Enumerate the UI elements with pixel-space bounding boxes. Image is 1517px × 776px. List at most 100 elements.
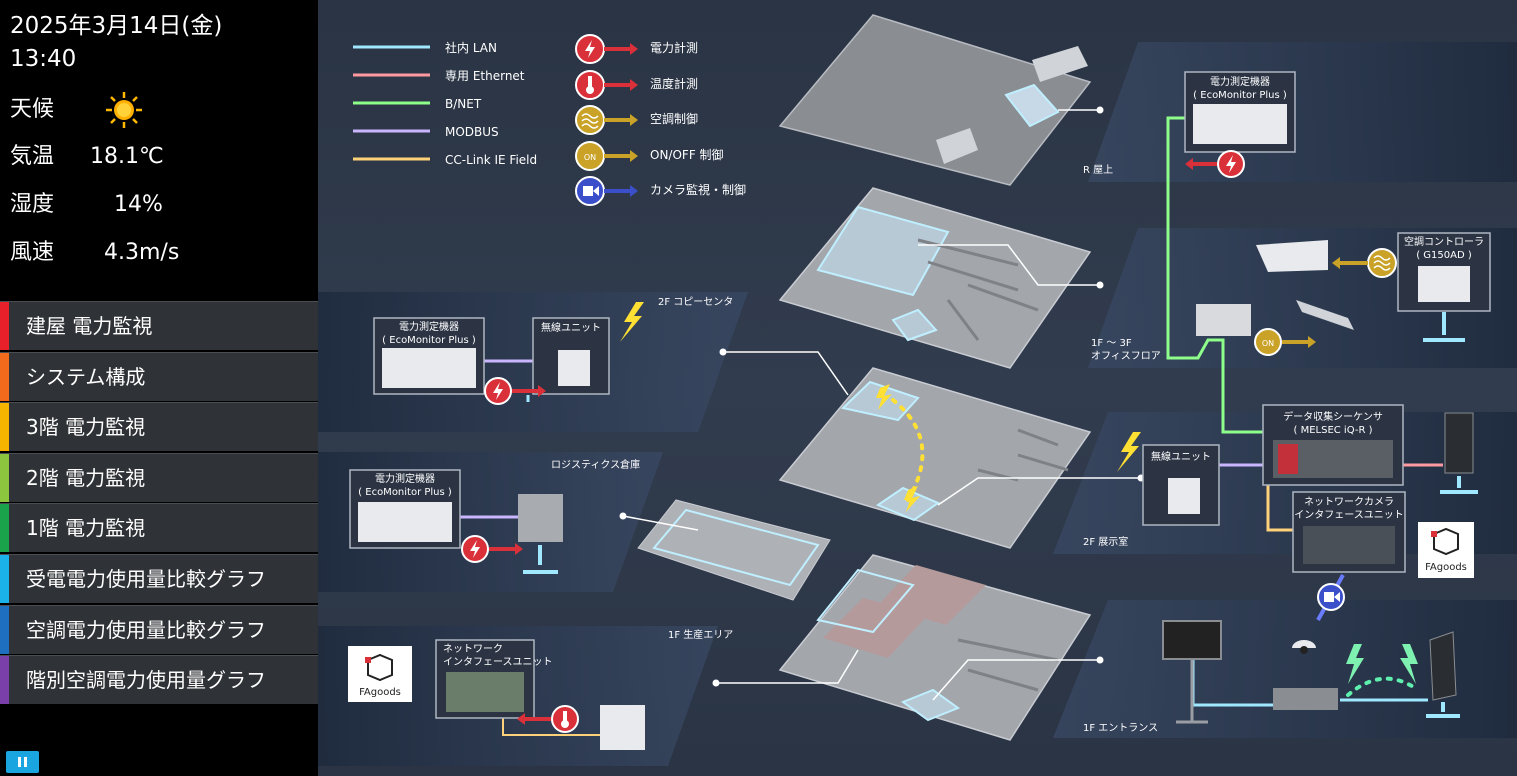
menu-color-bar xyxy=(0,554,9,603)
humidity-label: 湿度 xyxy=(10,192,55,217)
legend-icon-label: 温度計測 xyxy=(650,76,698,91)
legend: 社内 LAN 専用 Ethernet B/NET MODBUS CC-Link … xyxy=(353,34,746,206)
zone-label-office-floor: オフィスフロア xyxy=(1091,350,1161,362)
legend-icon-label: 空調制御 xyxy=(650,111,698,126)
net-subtitle: インタフェースユニット xyxy=(443,656,553,668)
menu-item-ac-power-graph[interactable]: 空調電力使用量比較グラフ xyxy=(0,604,318,654)
date-display: 2025年3月14日(金) xyxy=(10,13,223,39)
power-measure-icon xyxy=(484,377,546,405)
ac-control-icon xyxy=(575,105,638,135)
temperature-measure-icon xyxy=(517,705,579,733)
menu-label: 1階 電力監視 xyxy=(26,516,146,541)
svg-text:ON: ON xyxy=(584,153,596,162)
legend-icon-label: 電力計測 xyxy=(650,40,698,55)
wireless-signal-icon xyxy=(1117,432,1141,472)
cam-title: ネットワークカメラ xyxy=(1304,496,1394,508)
wind-label: 風速 xyxy=(10,240,55,265)
legend-line-label: B/NET xyxy=(445,97,482,111)
menu-label: 受電電力使用量比較グラフ xyxy=(26,566,266,591)
controller-box xyxy=(1196,304,1251,336)
seq-subtitle: ( MELSEC iQ-R ) xyxy=(1294,425,1373,436)
zone-label-showroom: 2F 展示室 xyxy=(1083,535,1128,548)
display-monitor xyxy=(1162,620,1222,660)
menu-item-1f-power[interactable]: 1階 電力監視 xyxy=(0,503,318,553)
network-hub xyxy=(1273,688,1338,710)
menu-color-bar xyxy=(0,656,9,705)
pc-tower xyxy=(1444,412,1474,474)
power-measure-icon xyxy=(461,535,523,563)
menu-item-floor-ac-graph[interactable]: 階別空調電力使用量グラフ xyxy=(0,655,318,705)
sun-icon xyxy=(106,92,142,128)
eco-subtitle: ( EcoMonitor Plus ) xyxy=(358,487,452,498)
legend-line-label: 専用 Ethernet xyxy=(445,69,525,83)
pause-button[interactable] xyxy=(6,751,39,773)
power-measure-icon xyxy=(575,34,638,64)
zone-label-roof: R 屋上 xyxy=(1083,164,1113,176)
eco-subtitle: ( EcoMonitor Plus ) xyxy=(382,335,476,346)
temperature-label: 気温 xyxy=(10,144,55,169)
network-interface-unit: ネットワーク インタフェースユニット xyxy=(435,639,553,719)
cam-subtitle: インタフェースユニット xyxy=(1294,509,1404,521)
wireless-signal-icon xyxy=(1400,644,1418,684)
legend-icon-label: ON/OFF 制御 xyxy=(650,147,724,162)
humidity-value: 14% xyxy=(114,192,163,217)
power-measure-icon xyxy=(1185,150,1245,178)
device-stand xyxy=(1440,476,1478,494)
menu-color-bar xyxy=(0,504,9,553)
menu-label: 階別空調電力使用量グラフ xyxy=(26,668,266,693)
wireless-signal-icon xyxy=(1346,644,1364,684)
ac-title: 空調コントローラ xyxy=(1404,235,1484,248)
fagoods-logo-left: FAgoods xyxy=(348,646,412,702)
legend-line-label: CC-Link IE Field xyxy=(445,153,537,167)
temperature-value: 18.1℃ xyxy=(90,144,164,169)
menu-color-bar xyxy=(0,302,9,350)
svg-text:ON: ON xyxy=(1262,339,1274,348)
temperature-sensor xyxy=(600,705,645,750)
menu-color-bar xyxy=(0,403,9,452)
onoff-control-icon: ON xyxy=(575,141,638,171)
dome-camera xyxy=(1292,640,1316,648)
pause-icon-bar xyxy=(24,757,27,767)
eco-title: 電力測定機器 xyxy=(375,472,435,485)
wireless-router xyxy=(1429,631,1457,701)
eco-monitor-copy-center: 電力測定機器 ( EcoMonitor Plus ) xyxy=(373,317,485,395)
zone-label-copy-center: 2F コピーセンタ xyxy=(658,296,733,308)
monitor-stand xyxy=(1176,660,1208,724)
eco-subtitle: ( EcoMonitor Plus ) xyxy=(1193,90,1287,101)
data-sequencer: データ収集シーケンサ ( MELSEC iQ-R ) xyxy=(1262,404,1404,486)
legend-line-label: MODBUS xyxy=(445,125,499,139)
weather-humidity: 湿度 14% xyxy=(10,185,163,225)
ac-control-icon xyxy=(1332,248,1397,278)
wireless-unit-showroom: 無線ユニット xyxy=(1142,444,1220,526)
menu-item-2f-power[interactable]: 2階 電力監視 xyxy=(0,452,318,502)
onoff-control-icon: ON xyxy=(1254,328,1316,356)
camera-interface-unit: ネットワークカメラ インタフェースユニット xyxy=(1292,491,1406,573)
menu-item-received-power-graph[interactable]: 受電電力使用量比較グラフ xyxy=(0,553,318,603)
pause-icon xyxy=(18,757,21,767)
fagoods-logo-right: FAgoods xyxy=(1418,522,1474,578)
net-title: ネットワーク xyxy=(443,643,503,655)
fagoods-text: FAgoods xyxy=(359,687,401,698)
zone-label-logistics: ロジスティクス倉庫 xyxy=(551,458,640,471)
eco-monitor-logistics: 電力測定機器 ( EcoMonitor Plus ) xyxy=(349,469,461,549)
legend-line-label: 社内 LAN xyxy=(445,40,497,55)
wireless-unit-copy-center: 無線ユニット xyxy=(532,317,610,395)
weather-condition: 天候 xyxy=(10,90,70,130)
device-stand xyxy=(1423,312,1465,342)
system-diagram-panel: 社内 LAN 専用 Ethernet B/NET MODBUS CC-Link … xyxy=(318,0,1517,776)
device-stand xyxy=(1426,702,1460,718)
wireless-label: 無線ユニット xyxy=(541,321,601,334)
weather-temperature: 気温 18.1℃ xyxy=(10,137,164,177)
building-floors xyxy=(637,14,1092,741)
menu-label: システム構成 xyxy=(26,364,146,389)
menu-item-3f-power[interactable]: 3階 電力監視 xyxy=(0,402,318,452)
menu-item-building-power[interactable]: 建屋 電力監視 xyxy=(0,301,318,350)
system-diagram: 社内 LAN 専用 Ethernet B/NET MODBUS CC-Link … xyxy=(318,14,1517,766)
time-display: 13:40 xyxy=(10,46,77,72)
light-fixture xyxy=(1296,300,1354,330)
menu-item-system-config[interactable]: システム構成 xyxy=(0,351,318,401)
ac-indoor-unit xyxy=(1256,240,1328,272)
weather-condition-label: 天候 xyxy=(10,97,55,122)
